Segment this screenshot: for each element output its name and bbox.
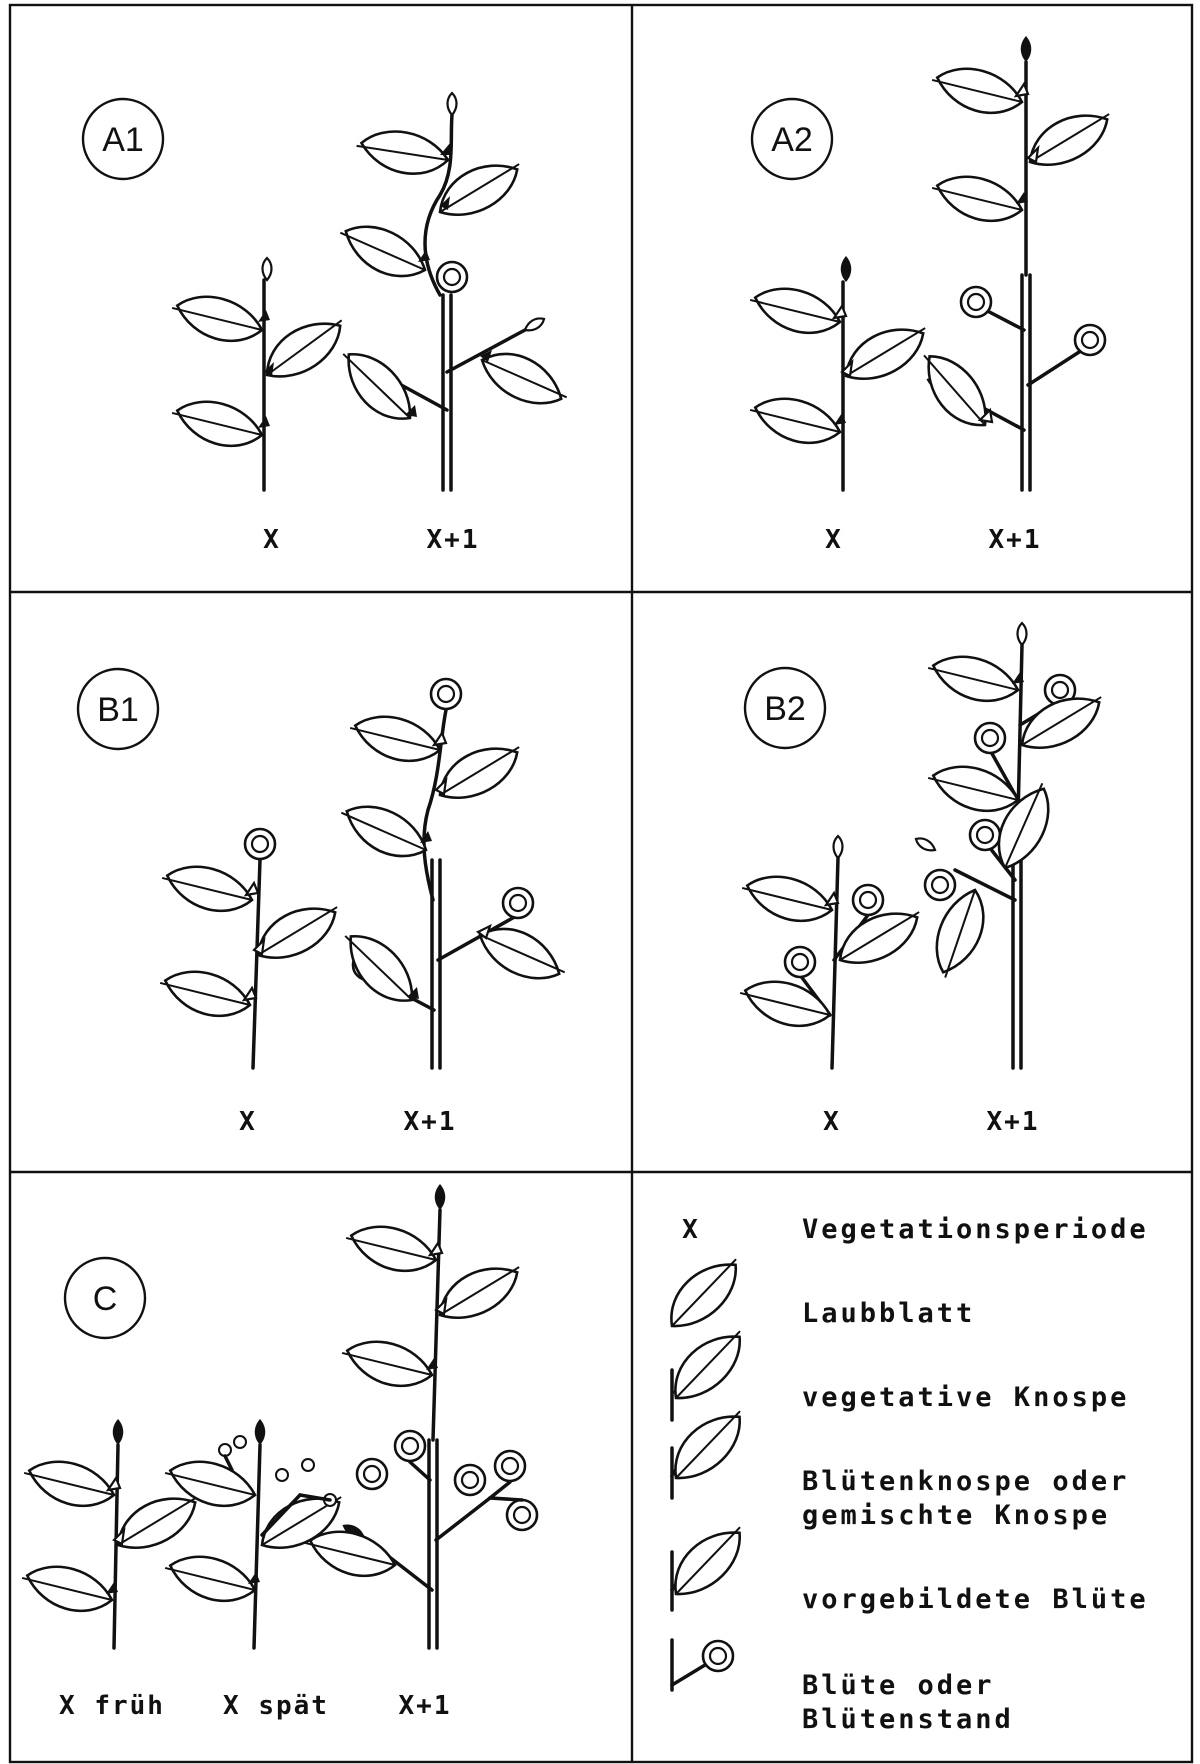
legend-symbol-x: X [682, 1215, 700, 1245]
panel-a2-id: A2 [771, 121, 813, 159]
label-c-x1: X+1 [399, 1691, 452, 1721]
label-b1-x: X [239, 1107, 257, 1137]
plant-a1-x [167, 258, 354, 490]
panel-c-id: C [93, 1280, 118, 1318]
plant-b1-x1 [334, 679, 571, 1068]
label-a1-x1: X+1 [427, 525, 480, 555]
panel-b1: B1 X [78, 669, 572, 1137]
panel-a2: A2 X [745, 36, 1120, 555]
label-c-late: X spät [223, 1691, 329, 1721]
panel-a1: A1 X [83, 93, 574, 555]
panel-b2: B2 X [735, 623, 1112, 1137]
plant-c-x1 [300, 1184, 537, 1648]
legend-text-mixed-bud-2: gemischte Knospe [802, 1500, 1110, 1531]
legend-text-flower-1: Blüte oder [802, 1670, 995, 1701]
plant-a2-x1 [912, 36, 1120, 490]
plant-b2-x [735, 836, 930, 1068]
panel-c: C X früh X spät [17, 1184, 537, 1721]
legend: X Vegetationsperiode Laubblatt vegetativ… [657, 1214, 1149, 1735]
legend-text-mixed-bud-1: Blütenknospe oder [802, 1466, 1129, 1497]
label-b1-x1: X+1 [404, 1107, 457, 1137]
mixed-bud-icon [661, 1400, 757, 1498]
label-b2-x: X [823, 1107, 841, 1137]
label-a1-x: X [263, 525, 281, 555]
panel-a1-id: A1 [102, 121, 144, 159]
plant-b2-x1 [914, 623, 1112, 1068]
panel-b1-id: B1 [97, 691, 139, 729]
leaf-icon [657, 1248, 753, 1338]
flower-icon [672, 1640, 733, 1690]
label-a2-x1: X+1 [989, 525, 1042, 555]
preformed-flower-icon [661, 1516, 757, 1610]
label-a2-x: X [825, 525, 843, 555]
legend-text-flower-2: Blütenstand [802, 1704, 1014, 1735]
legend-text-vegetation-period: Vegetationsperiode [802, 1214, 1149, 1245]
panel-b2-id: B2 [764, 690, 806, 728]
label-c-early: X früh [59, 1691, 165, 1721]
legend-text-vegetative-bud: vegetative Knospe [802, 1382, 1129, 1413]
legend-text-leaf: Laubblatt [802, 1298, 975, 1329]
vegetative-bud-icon [661, 1320, 757, 1420]
legend-text-preformed-flower: vorgebildete Blüte [802, 1584, 1149, 1615]
label-b2-x1: X+1 [987, 1107, 1040, 1137]
plant-a2-x [745, 256, 936, 490]
plant-c-early [17, 1419, 208, 1648]
plant-b1-x [155, 829, 348, 1068]
plant-a1-x1 [332, 93, 573, 490]
